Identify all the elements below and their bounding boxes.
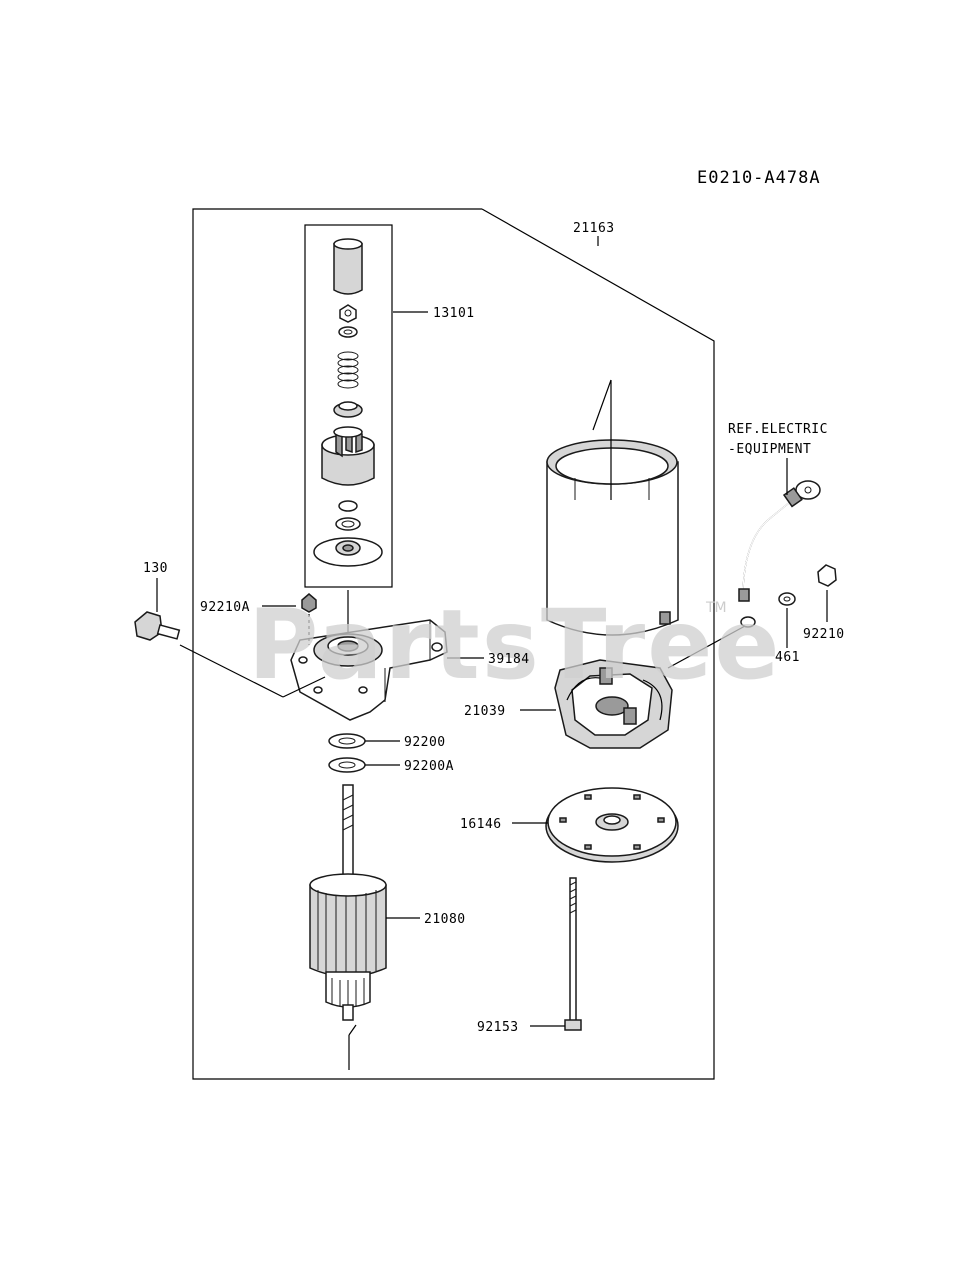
part-label-21163[interactable]: 21163	[573, 221, 615, 236]
diagram-code: E0210-A478A	[697, 168, 821, 188]
front-bracket	[290, 619, 448, 721]
brush-holder-21039	[554, 659, 673, 749]
reference-label-line1: REF.ELECTRIC	[728, 422, 828, 437]
pinion-kit-box	[304, 224, 393, 588]
part-label-130[interactable]: 130	[143, 561, 168, 576]
part-label-39184[interactable]: 39184	[488, 652, 530, 667]
part-label-21080[interactable]: 21080	[424, 912, 466, 927]
part-label-461[interactable]: 461	[775, 650, 800, 665]
yoke-axis-slant	[592, 379, 612, 431]
part-label-92153[interactable]: 92153	[477, 1020, 519, 1035]
armature-21080	[309, 784, 387, 1021]
watermark-trademark: TM	[705, 600, 727, 616]
reference-label-line2: -EQUIPMENT	[728, 442, 811, 457]
assembly-boundary-outline	[192, 208, 715, 1080]
leader-130-b	[282, 676, 326, 698]
part-label-13101[interactable]: 13101	[433, 306, 475, 321]
watermark: PartsTree	[248, 589, 781, 701]
lead-wire	[738, 480, 821, 628]
leader-130-a	[179, 644, 284, 698]
part-label-92210[interactable]: 92210	[803, 627, 845, 642]
part-label-92210a[interactable]: 92210A	[200, 600, 250, 615]
washer-461	[778, 592, 796, 606]
part-label-21039[interactable]: 21039	[464, 704, 506, 719]
part-label-92200a[interactable]: 92200A	[404, 759, 454, 774]
pinion-kit-parts	[313, 238, 383, 567]
part-label-16146[interactable]: 16146	[460, 817, 502, 832]
through-bolt-92153	[564, 877, 582, 1031]
nut-92210	[817, 564, 837, 587]
bolt-130	[134, 611, 181, 641]
washer-92200a	[328, 757, 366, 773]
nut-92210a	[301, 593, 317, 613]
end-plate-16146	[545, 787, 679, 863]
armature-axis-tip	[348, 1024, 357, 1036]
washer-92200	[328, 733, 366, 749]
yoke-housing	[546, 439, 679, 636]
part-label-92200[interactable]: 92200	[404, 735, 446, 750]
leader-brush-terminal	[667, 625, 746, 669]
